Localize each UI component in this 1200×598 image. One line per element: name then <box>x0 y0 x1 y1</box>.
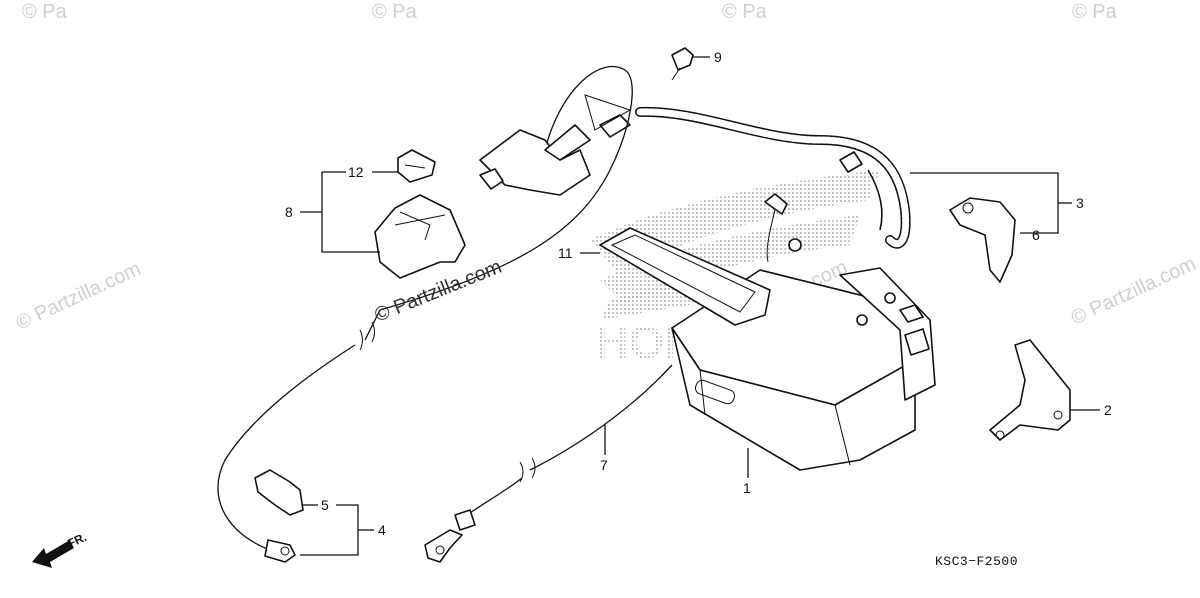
diagram-code: KSC3−F2500 <box>935 554 1018 569</box>
label-part-7[interactable]: 7 <box>600 457 608 473</box>
battery-strap[interactable] <box>599 227 771 326</box>
starter-relay-cable[interactable] <box>379 65 633 311</box>
front-direction-arrow: FR. <box>32 530 89 568</box>
label-part-6[interactable]: 6 <box>1032 227 1040 243</box>
label-part-1[interactable]: 1 <box>743 480 751 496</box>
label-part-9[interactable]: 9 <box>714 49 722 65</box>
label-part-8[interactable]: 8 <box>285 204 293 220</box>
side-watermark-right: © Partzilla.com <box>1068 253 1199 330</box>
starter-relay[interactable] <box>374 194 466 279</box>
fuse[interactable] <box>397 149 436 183</box>
corner-watermark-1: © Pa <box>22 1 68 23</box>
battery-bracket[interactable] <box>989 339 1071 441</box>
bolt[interactable] <box>671 47 694 81</box>
label-part-3[interactable]: 3 <box>1076 195 1084 211</box>
terminal-boot[interactable] <box>254 469 304 516</box>
terminal-cover[interactable] <box>949 197 1016 283</box>
ground-cable[interactable] <box>424 364 673 563</box>
corner-watermark-2: © Pa <box>372 1 418 23</box>
starter-cable[interactable] <box>599 106 911 263</box>
bracket-4 <box>300 504 359 556</box>
corner-watermark-3: © Pa <box>722 1 768 23</box>
label-part-12[interactable]: 12 <box>348 164 364 180</box>
label-part-11[interactable]: 11 <box>558 245 573 261</box>
negative-cable[interactable] <box>217 309 381 563</box>
corner-watermark-4: © Pa <box>1072 1 1118 23</box>
label-part-5[interactable]: 5 <box>321 497 329 513</box>
side-watermark-left: © Partzilla.com <box>13 258 144 335</box>
label-part-2[interactable]: 2 <box>1104 402 1112 418</box>
bracket-8 <box>321 171 380 253</box>
label-part-4[interactable]: 4 <box>378 522 386 538</box>
direction-label: FR. <box>65 530 88 551</box>
